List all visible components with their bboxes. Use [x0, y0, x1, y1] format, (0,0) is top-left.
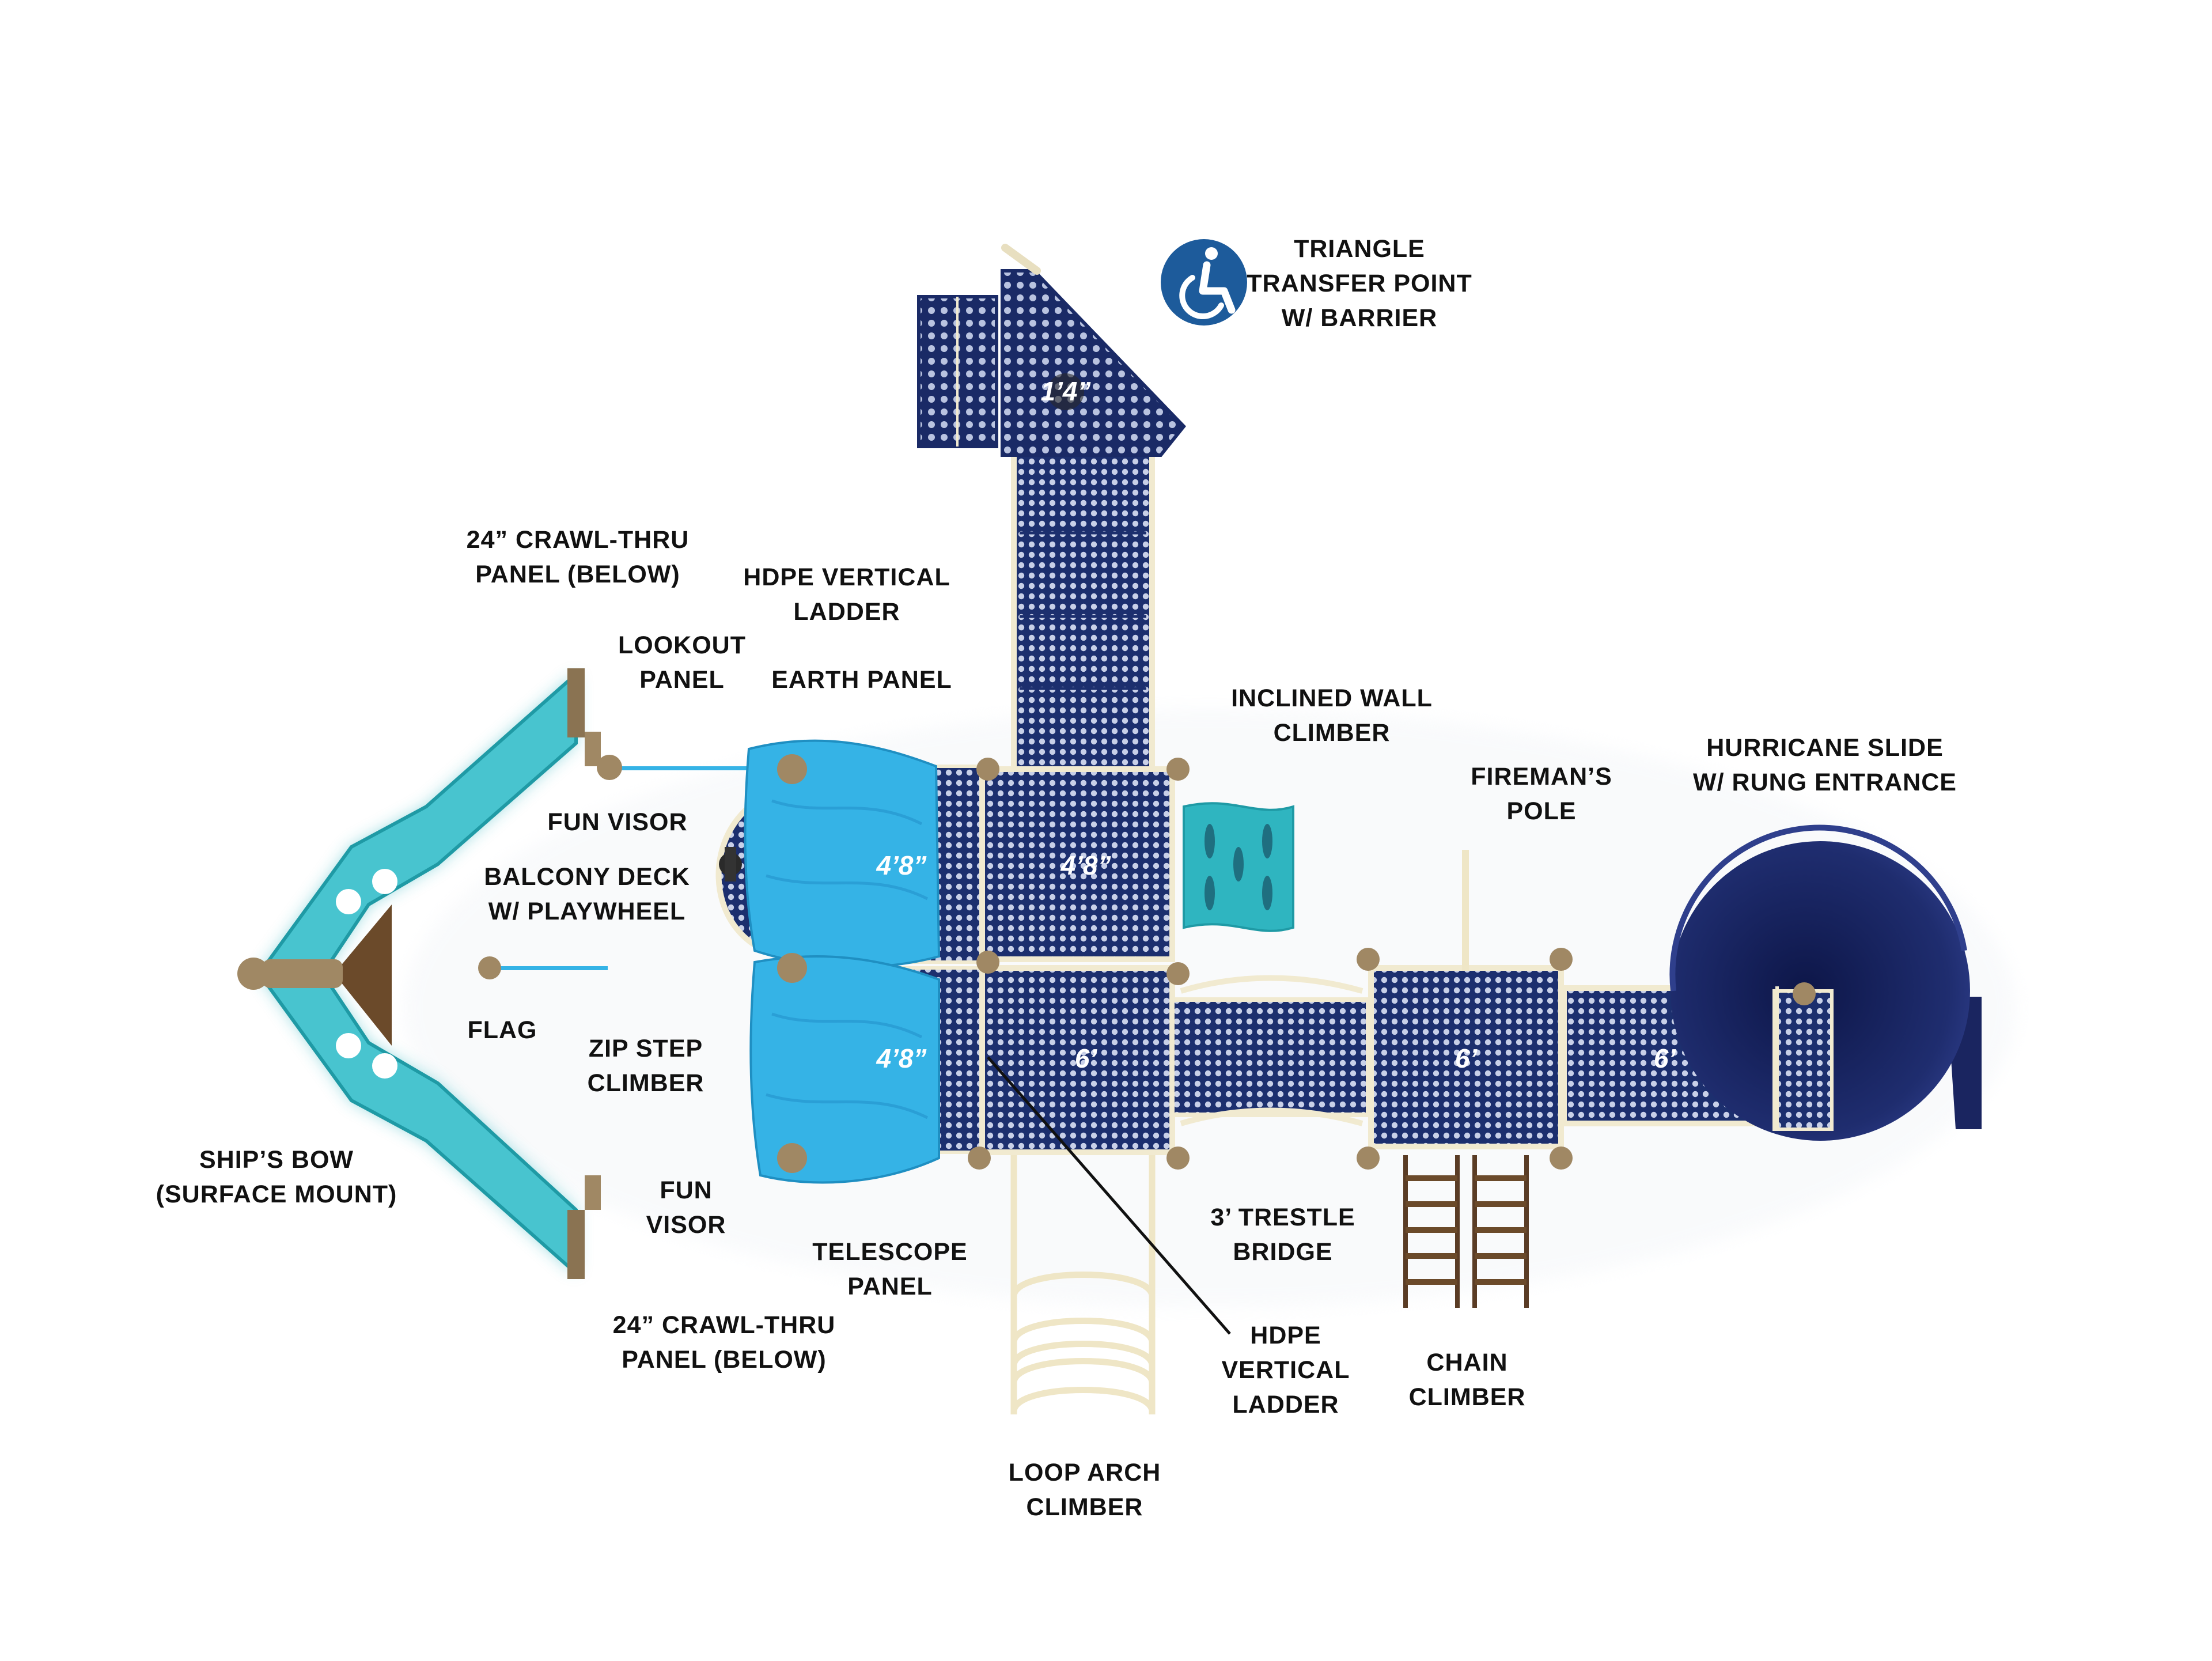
label-line: PANEL (BELOW) [475, 561, 680, 588]
label-loop-arch: LOOP ARCH CLIMBER [1009, 1455, 1161, 1524]
fun-visor-lower [749, 953, 940, 1184]
label-crawl-thru-bottom: 24” CRAWL-THRU PANEL (BELOW) [613, 1308, 836, 1377]
label-line: CLIMBER [1273, 719, 1391, 747]
label-line: POLE [1506, 797, 1577, 825]
post-clamps [968, 758, 1573, 1170]
label-ships-bow: SHIP’S BOW (SURFACE MOUNT) [156, 1142, 397, 1212]
label-line: BRIDGE [1233, 1238, 1333, 1266]
label-line: FLAG [467, 1016, 537, 1044]
deck-height-top: 1’4” [1041, 376, 1091, 406]
label-line: CLIMBER [587, 1069, 704, 1097]
label-line: CHAIN [1426, 1349, 1508, 1376]
deck-height-center-lower: 6’ [1075, 1043, 1098, 1073]
label-telescope-panel: TELESCOPE PANEL [812, 1235, 967, 1304]
label-chain-climber: CHAIN CLIMBER [1409, 1345, 1526, 1414]
chain-climber [1403, 1155, 1529, 1308]
label-line: (SURFACE MOUNT) [156, 1181, 397, 1208]
label-line: FUN [660, 1176, 713, 1204]
deck-height-right-middle: 6’ [1455, 1043, 1478, 1073]
deck-height-center-upper: 4’8” [1060, 850, 1111, 880]
label-line: INCLINED WALL [1231, 684, 1433, 712]
label-line: CLIMBER [1408, 1383, 1526, 1411]
label-line: TRANSFER POINT [1247, 270, 1472, 297]
label-hurricane-slide: HURRICANE SLIDE W/ RUNG ENTRANCE [1693, 731, 1957, 800]
lookout-panel-rod [597, 755, 755, 780]
label-line: VERTICAL [1221, 1356, 1350, 1384]
label-line: 24” CRAWL-THRU [612, 1311, 836, 1339]
label-zip-step: ZIP STEP CLIMBER [588, 1031, 704, 1100]
label-line: 3’ TRESTLE [1210, 1204, 1355, 1231]
label-line: VISOR [646, 1211, 726, 1239]
label-line: EARTH PANEL [771, 666, 952, 694]
label-line: HDPE VERTICAL [743, 563, 950, 591]
label-hdpe-ladder-bottom: HDPE VERTICAL LADDER [1222, 1318, 1350, 1422]
label-fun-visor-top: FUN VISOR [547, 805, 687, 839]
label-line: TELESCOPE [812, 1238, 968, 1266]
label-line: CLIMBER [1026, 1493, 1143, 1521]
label-line: ZIP STEP [588, 1035, 703, 1062]
label-line: 24” CRAWL-THRU [466, 526, 690, 554]
label-line: PANEL (BELOW) [622, 1346, 827, 1374]
label-inclined-wall: INCLINED WALL CLIMBER [1231, 681, 1433, 750]
wheelchair-accessibility-icon [1161, 239, 1247, 326]
label-line: LADDER [793, 598, 900, 626]
fun-visor-upper [744, 739, 941, 968]
label-line: PANEL [639, 666, 725, 694]
ramp-to-top-deck [1011, 444, 1155, 772]
label-line: LADDER [1232, 1391, 1339, 1418]
label-trestle-bridge: 3’ TRESTLE BRIDGE [1210, 1200, 1355, 1269]
label-fun-visor-bottom: FUN VISOR [646, 1173, 726, 1242]
label-line: W/ RUNG ENTRANCE [1693, 769, 1957, 796]
ships-bow [237, 668, 601, 1279]
deck-center-lower [979, 965, 1175, 1155]
deck-center-upper [979, 766, 1175, 962]
label-line: HDPE [1250, 1322, 1321, 1349]
label-line: LOOKOUT [618, 631, 746, 659]
label-line: W/ PLAYWHEEL [488, 898, 686, 925]
loop-arch-climber [1010, 1155, 1156, 1414]
label-line: TRIANGLE [1294, 235, 1425, 263]
flag [478, 956, 608, 979]
deck-right-middle [1368, 965, 1564, 1149]
label-crawl-thru-top: 24” CRAWL-THRU PANEL (BELOW) [467, 523, 690, 592]
label-earth-panel: EARTH PANEL [771, 663, 952, 697]
label-flag: FLAG [467, 1013, 537, 1047]
label-line: PANEL [847, 1273, 933, 1300]
label-line: LOOP ARCH [1008, 1459, 1161, 1486]
inclined-wall-climber [1183, 802, 1294, 932]
label-line: SHIP’S BOW [199, 1146, 354, 1174]
triangle-transfer-deck [917, 244, 1186, 457]
label-hdpe-ladder-top: HDPE VERTICAL LADDER [743, 560, 950, 629]
firemans-pole [1462, 850, 1469, 971]
label-balcony-deck: BALCONY DECK W/ PLAYWHEEL [484, 860, 690, 929]
label-firemans-pole: FIREMAN’S POLE [1471, 759, 1612, 828]
deck-height-left-lower: 4’8” [876, 1043, 927, 1073]
label-line: FUN VISOR [547, 808, 688, 836]
trestle-bridge [1170, 975, 1370, 1126]
label-line: BALCONY DECK [484, 863, 690, 891]
label-line: W/ BARRIER [1281, 304, 1438, 332]
label-line: FIREMAN’S [1471, 763, 1612, 790]
hurricane-slide [1669, 824, 1982, 1141]
deck-height-right-end: 6’ [1654, 1043, 1677, 1073]
leader-line-hdpe-ladder [987, 1056, 1231, 1335]
deck-height-left-upper: 4’8” [876, 850, 927, 880]
label-line: HURRICANE SLIDE [1706, 734, 1944, 762]
label-lookout-panel: LOOKOUT PANEL [618, 628, 746, 697]
label-triangle-transfer: TRIANGLE TRANSFER POINT W/ BARRIER [1247, 232, 1472, 335]
